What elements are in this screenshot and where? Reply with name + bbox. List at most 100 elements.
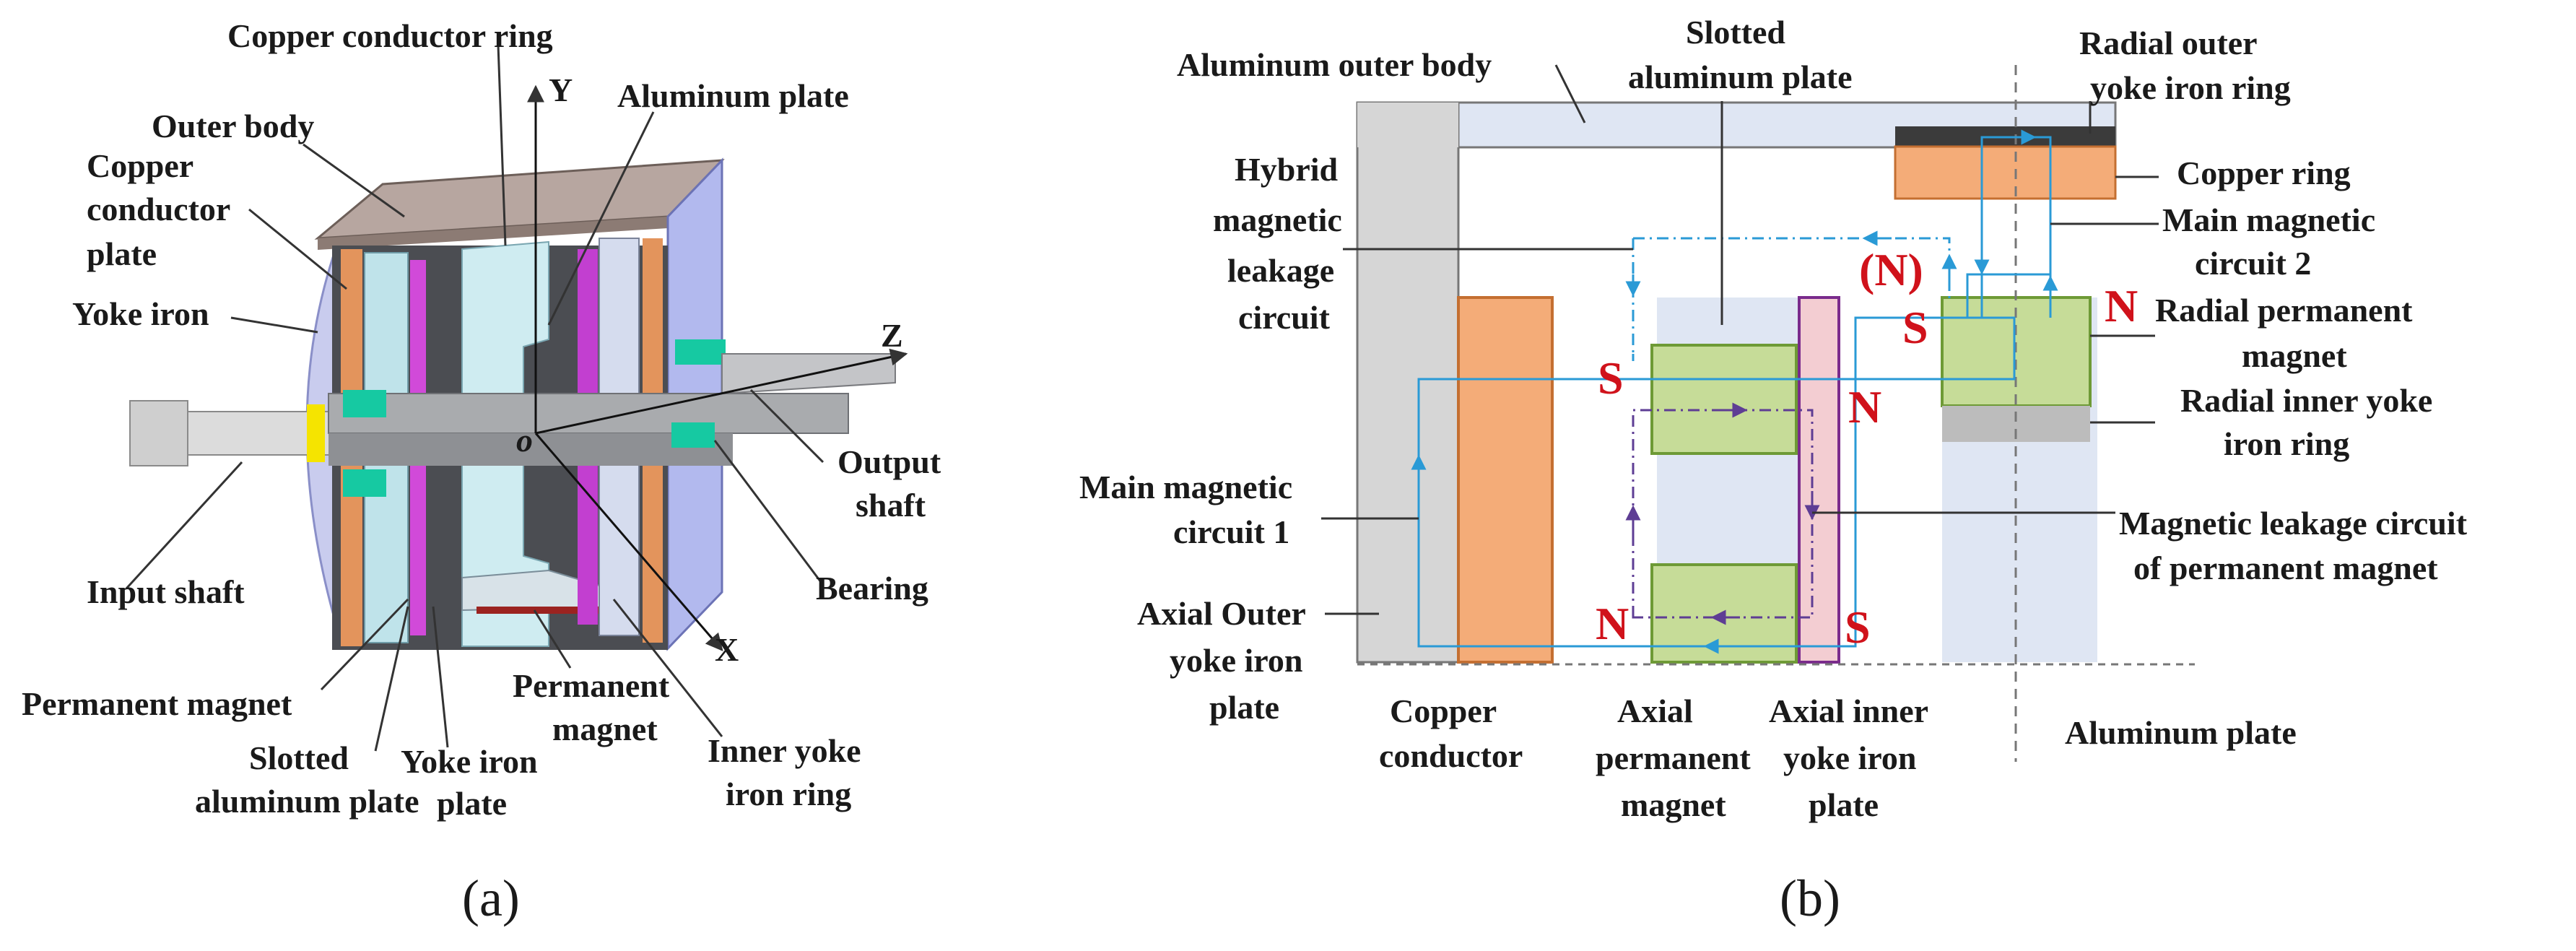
- bearing-right-top: [675, 339, 726, 365]
- axis-z-line: [535, 348, 908, 435]
- shaft-through: [328, 393, 849, 434]
- label-slotted-plate-b-1: Slotted: [1686, 14, 1785, 51]
- label-axial-outer-1: Axial Outer: [1137, 595, 1306, 632]
- label-hybrid-2: magnetic: [1213, 201, 1342, 238]
- input-shaft-yellow: [307, 404, 325, 462]
- pole-n-bottom-axial: N: [1596, 598, 1629, 649]
- leader-permanent-magnet-mid: [533, 609, 572, 669]
- leader-output-shaft: [749, 388, 824, 464]
- leader-aluminum-plate: [547, 111, 655, 326]
- label-output-shaft-1: Output: [837, 443, 941, 480]
- label-slotted-plate-1: Slotted: [249, 739, 349, 776]
- label-axial-inner-3: plate: [1809, 786, 1879, 823]
- copper-conductor: [1457, 296, 1554, 664]
- main-circuit-1: [1417, 316, 2016, 648]
- label-radial-pm-1: Radial permanent: [2155, 292, 2413, 329]
- pole-s-radial: S: [1902, 302, 1928, 353]
- label-inner-yoke-1: Inner yoke: [708, 732, 861, 769]
- axial-inner-yoke-plate: [1798, 296, 1840, 664]
- label-permanent-magnet-left: Permanent magnet: [22, 685, 292, 722]
- label-radial-outer-yoke-2: yoke iron ring: [2090, 69, 2291, 106]
- label-axial-pm-2: permanent: [1596, 739, 1751, 776]
- label-copper-plate-1: Copper: [87, 147, 193, 184]
- label-hybrid-4: circuit: [1238, 299, 1331, 336]
- label-radial-outer-yoke-1: Radial outer: [2079, 25, 2258, 61]
- panel-a: Y Z X o Copper conductor ring Aluminum p…: [22, 17, 941, 927]
- label-bearing: Bearing: [816, 570, 928, 607]
- label-copper-ring-b: Copper ring: [2177, 155, 2351, 191]
- leader-inner-yoke: [612, 599, 723, 737]
- label-copper-conductor-ring: Copper conductor ring: [227, 17, 553, 54]
- label-axial-outer-3: plate: [1209, 689, 1279, 726]
- label-main-circuit-2-2: circuit 2: [2195, 245, 2311, 282]
- label-main-circuit-2-1: Main magnetic: [2162, 201, 2375, 238]
- leader-outer-body-b: [1554, 64, 1586, 123]
- label-input-shaft: Input shaft: [87, 573, 245, 610]
- label-hybrid-1: Hybrid: [1235, 151, 1339, 188]
- leader-yoke-iron: [230, 316, 318, 334]
- leader-permanent-magnet-left: [320, 598, 409, 691]
- label-permanent-magnet-mid-2: magnet: [552, 711, 658, 747]
- leader-outer-body: [303, 143, 405, 218]
- label-aluminum-plate-b: Aluminum plate: [2065, 714, 2297, 751]
- label-slotted-plate-2: aluminum plate: [195, 783, 419, 820]
- label-axial-pm-3: magnet: [1621, 786, 1726, 823]
- label-output-shaft-2: shaft: [856, 487, 926, 524]
- label-radial-inner-yoke-2: iron ring: [2224, 425, 2349, 462]
- bearing-left-bot: [343, 469, 386, 497]
- axial-magnet-top: [1650, 344, 1798, 455]
- bearing-left-top: [343, 390, 386, 417]
- label-pm-leakage-1: Magnetic leakage circuit: [2119, 505, 2468, 542]
- pm-leakage-circuit: [1632, 409, 1814, 619]
- bearing-right-bot: [671, 422, 715, 448]
- axis-y-label: Y: [549, 71, 573, 108]
- leader-copper-ring: [497, 44, 507, 246]
- label-radial-inner-yoke-1: Radial inner yoke: [2180, 382, 2432, 419]
- pole-n-top-axial: N: [1848, 381, 1881, 433]
- leader-yoke-iron-plate: [432, 606, 449, 748]
- caption-b: (b): [1780, 869, 1840, 927]
- label-yoke-iron: Yoke iron: [72, 295, 209, 332]
- label-axial-pm-1: Axial: [1617, 692, 1693, 729]
- leader-slotted-plate: [374, 606, 409, 752]
- caption-a: (a): [462, 869, 520, 927]
- outer-body-vertical: [1356, 101, 1460, 664]
- label-copper-conductor-1: Copper: [1390, 692, 1497, 729]
- label-axial-inner-1: Axial inner: [1769, 692, 1928, 729]
- inner-yoke-red: [477, 607, 606, 614]
- leader-copper-plate: [248, 208, 347, 290]
- label-copper-conductor-2: conductor: [1379, 737, 1523, 774]
- leader-bearing: [713, 440, 824, 586]
- label-hybrid-3: leakage: [1227, 252, 1334, 289]
- label-radial-pm-2: magnet: [2242, 337, 2347, 374]
- label-yoke-iron-plate-1: Yoke iron: [401, 743, 538, 780]
- pole-s-top-axial: S: [1598, 352, 1624, 404]
- copper-ring: [1894, 145, 2117, 200]
- pole-s-bottom-axial: S: [1845, 602, 1871, 653]
- label-yoke-iron-plate-2: plate: [437, 785, 507, 822]
- label-inner-yoke-2: iron ring: [726, 776, 851, 812]
- label-copper-plate-2: conductor: [87, 191, 230, 227]
- label-slotted-plate-b-2: aluminum plate: [1628, 58, 1853, 95]
- label-aluminum-plate: Aluminum plate: [617, 77, 849, 114]
- outer-body-top-rim: [318, 217, 668, 250]
- panel-b: S N N S (N) S N Aluminum outer body Slot…: [1079, 14, 2468, 927]
- label-permanent-magnet-mid-1: Permanent: [513, 667, 670, 704]
- axis-x-label: X: [715, 631, 739, 668]
- label-copper-plate-3: plate: [87, 235, 157, 272]
- leader-input-shaft: [125, 461, 243, 590]
- label-aluminum-outer-body: Aluminum outer body: [1177, 46, 1492, 83]
- pole-n-radial: N: [2105, 280, 2138, 331]
- input-shaft-end: [129, 400, 188, 466]
- axial-magnet-bottom: [1650, 563, 1798, 664]
- outer-body-corner: [1357, 103, 1458, 147]
- label-outer-body: Outer body: [152, 108, 314, 144]
- axis-x-line: [534, 433, 723, 651]
- label-axial-inner-2: yoke iron: [1783, 739, 1916, 776]
- axis-z-label: Z: [881, 317, 903, 354]
- pole-n-paren: (N): [1859, 244, 1923, 295]
- label-main-circuit-1-1: Main magnetic: [1079, 469, 1292, 505]
- label-pm-leakage-2: of permanent magnet: [2133, 550, 2438, 586]
- label-main-circuit-1-2: circuit 1: [1173, 513, 1289, 550]
